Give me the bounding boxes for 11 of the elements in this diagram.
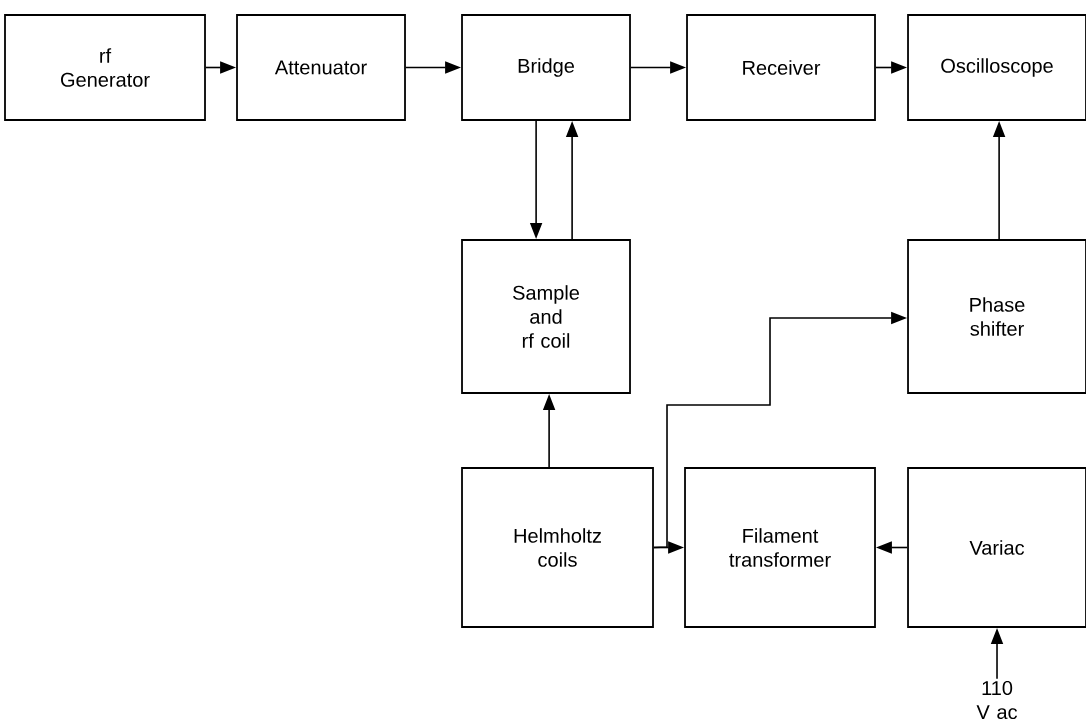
process-box: Attenuator [236,14,406,121]
process-box: Phase shifter [907,239,1086,394]
input-label: 110 V ac [976,680,1018,720]
process-box: Variac [907,467,1086,628]
process-box: Filament transformer [684,467,876,628]
process-box: Helmholtz coils [461,467,654,628]
process-box: Sample and rf coil [461,239,631,394]
process-box: rf Generator [4,14,206,121]
process-box: Bridge [461,14,631,121]
process-box: Oscilloscope [907,14,1086,121]
process-box: Receiver [686,14,876,121]
